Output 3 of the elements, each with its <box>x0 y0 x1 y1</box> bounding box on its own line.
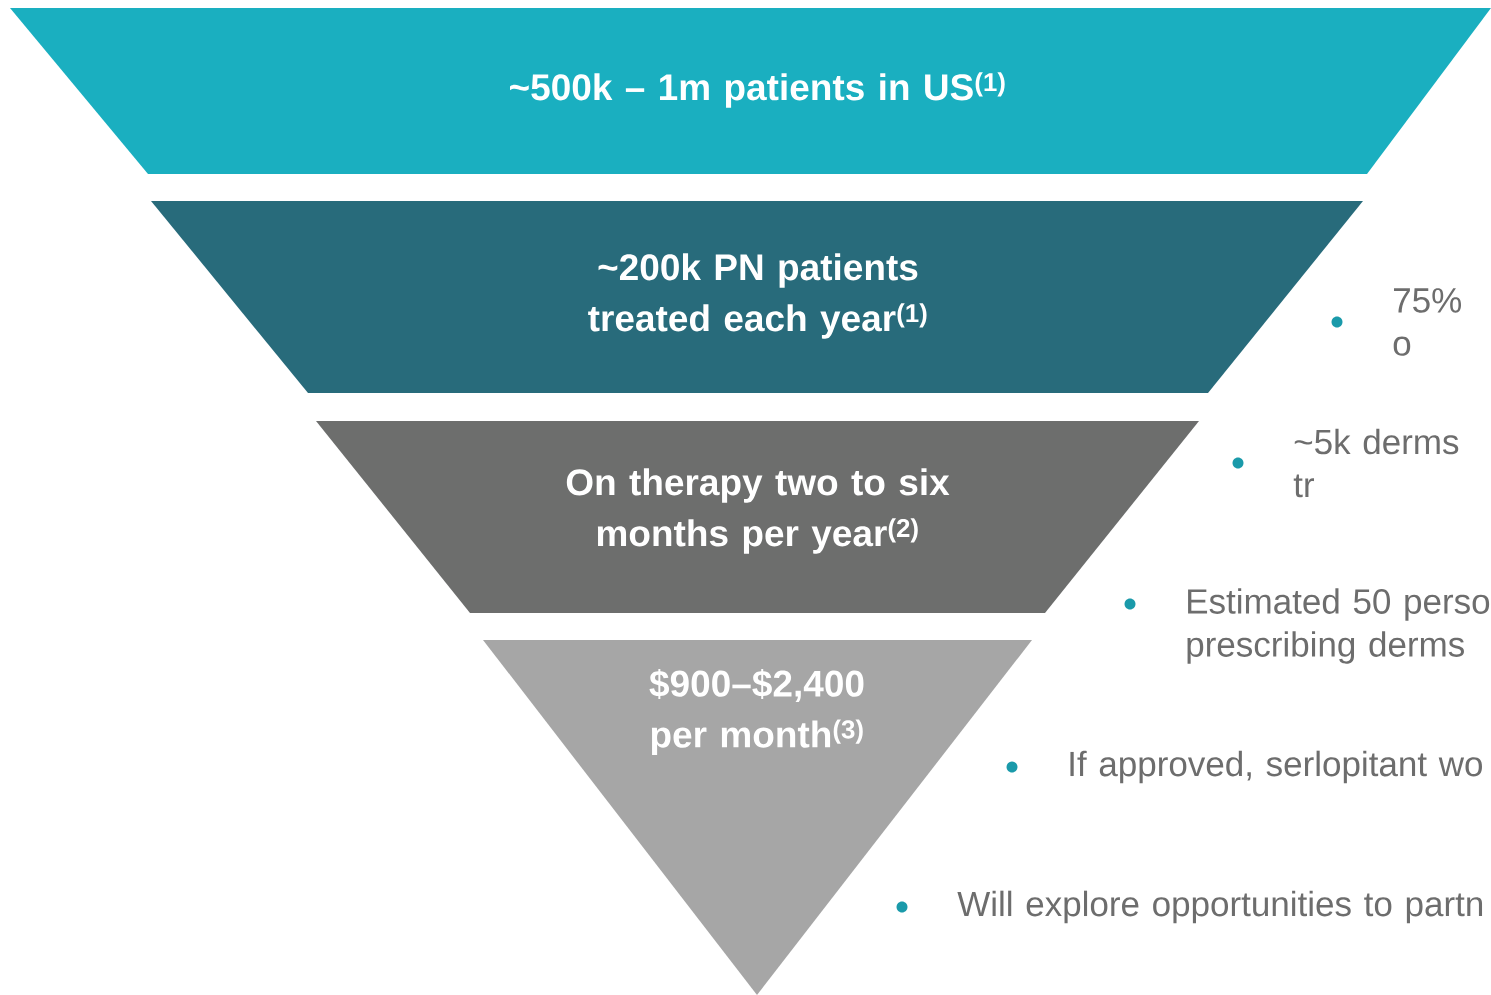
funnel-band: ~500k – 1m patients in US$^{(1)}$ <box>10 8 1491 174</box>
bullet-item: ~5k derms tr <box>1232 428 1459 498</box>
funnel-band: ~200k PN patients treated each year$^{(1)}$ <box>151 201 1363 393</box>
